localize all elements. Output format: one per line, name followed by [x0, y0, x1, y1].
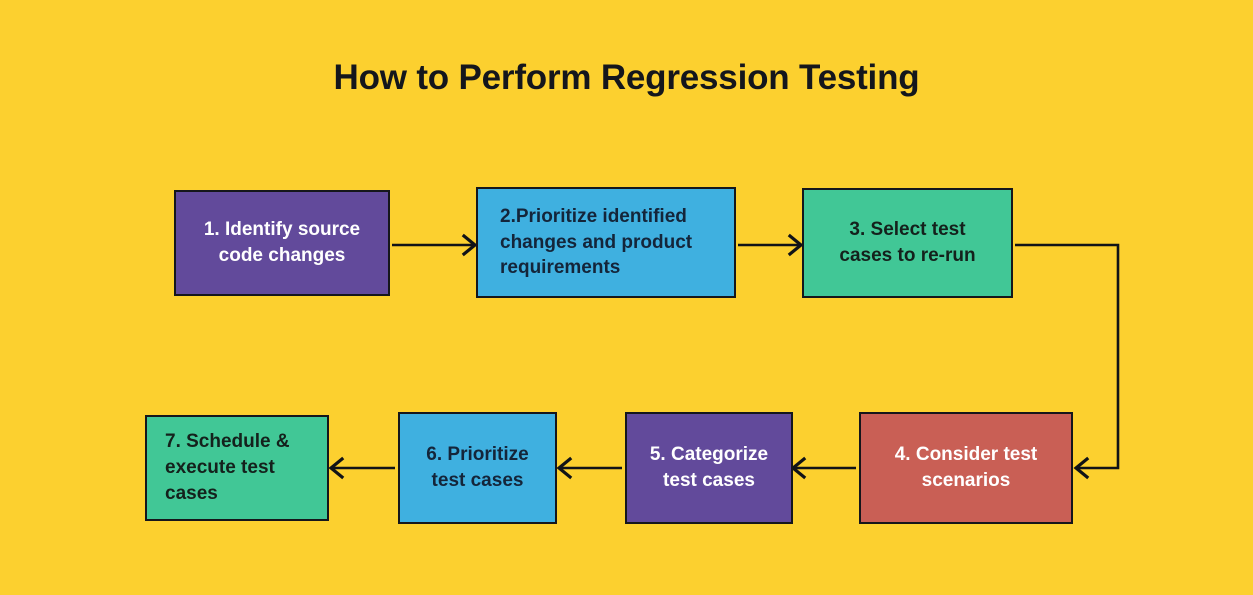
flow-node-4-label: 4. Consider test scenarios: [894, 444, 1038, 491]
flow-node-6[interactable]: 6. Prioritize test cases: [398, 412, 557, 524]
flow-node-4[interactable]: 4. Consider test scenarios: [859, 412, 1073, 524]
flow-node-3[interactable]: 3. Select test cases to re-run: [802, 188, 1013, 298]
connector-3-to-4: [1015, 243, 1120, 480]
flow-node-2[interactable]: 2.Prioritize identified changes and prod…: [476, 187, 736, 298]
flow-node-1[interactable]: 1. Identify source code changes: [174, 190, 390, 296]
connector-5-to-6: [556, 456, 622, 480]
page-title: How to Perform Regression Testing: [333, 58, 920, 97]
connector-2-to-3: [738, 233, 804, 257]
flow-node-1-label: 1. Identify source code changes: [203, 219, 361, 266]
flow-node-5[interactable]: 5. Categorize test cases: [625, 412, 793, 524]
connector-6-to-7: [328, 456, 395, 480]
flow-node-2-label: 2.Prioritize identified changes and prod…: [500, 205, 693, 279]
connector-4-to-5: [790, 456, 856, 480]
flow-node-7-label: 7. Schedule & execute test cases: [165, 431, 290, 504]
flow-node-7[interactable]: 7. Schedule & execute test cases: [145, 415, 329, 521]
flow-node-3-label: 3. Select test cases to re-run: [839, 219, 976, 266]
flow-node-6-label: 6. Prioritize test cases: [426, 444, 529, 491]
connector-1-to-2: [392, 233, 478, 257]
flow-node-5-label: 5. Categorize test cases: [649, 444, 769, 491]
